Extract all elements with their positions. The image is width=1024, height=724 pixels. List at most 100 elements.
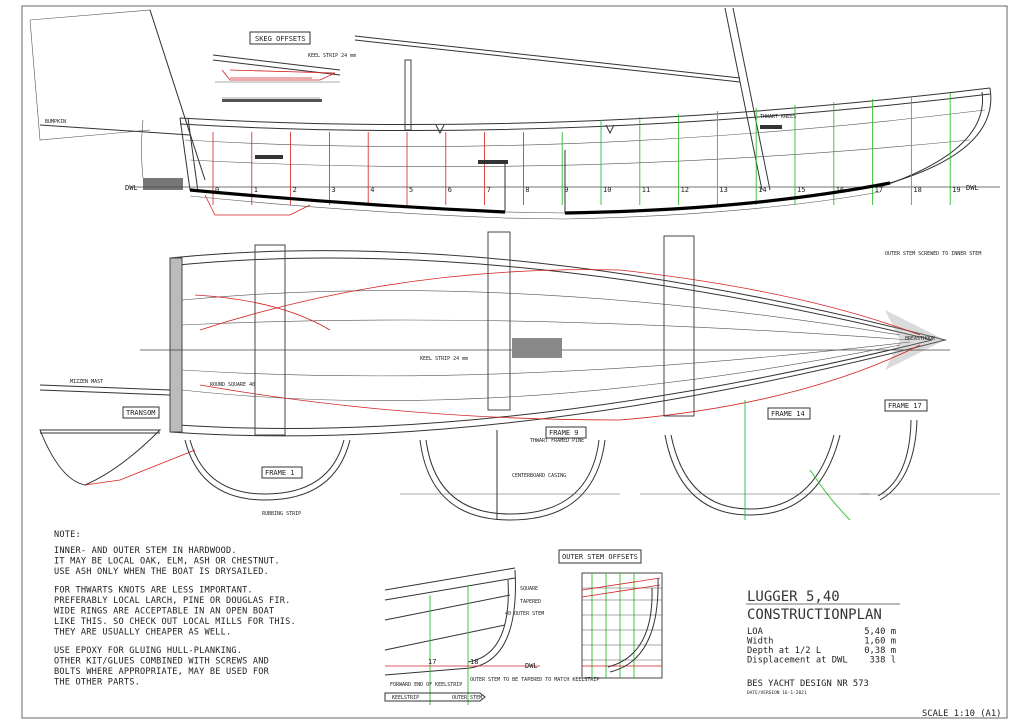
boat-name: LUGGER 5,40 (747, 589, 840, 605)
notes-block: NOTE: INNER- AND OUTER STEM IN HARDWOOD.… (54, 530, 296, 688)
frame-9-title: FRAME 9 (549, 429, 579, 437)
frame-1-title: FRAME 1 (265, 469, 295, 477)
outer-stem-bar-label: OUTER STEM (452, 695, 482, 701)
round-label: ROUND (210, 382, 225, 388)
plan-subtitle: CONSTRUCTIONPLAN (747, 607, 882, 623)
spec-value: 5,40 m (864, 627, 896, 637)
sheet-border (21, 5, 1008, 719)
dwl-label-left: DWL (125, 184, 138, 192)
station-number: 1 (254, 186, 258, 194)
stem-station-17: 17 (428, 658, 436, 666)
transom-section: TRANSOM (39, 406, 196, 486)
centerboard-label: CENTERBOARD CASING (512, 473, 566, 479)
frame-17-title: FRAME 17 (888, 402, 922, 410)
station-number: 7 (487, 186, 491, 194)
rowlock-icons (435, 124, 615, 135)
skeg (204, 194, 311, 216)
station-number: 10 (603, 186, 611, 194)
thwart-knees-label: THWART KNEES (760, 114, 796, 120)
middle-thwart (487, 231, 511, 411)
stem-dwl-label: DWL (525, 662, 538, 670)
station-number: 0 (215, 186, 219, 194)
mizzen-mast-label: MIZZEN MAST (70, 379, 103, 385)
breasthook (885, 310, 945, 370)
station-number: 8 (525, 186, 529, 194)
stem-tapered-label: TAPERED (520, 599, 541, 605)
hull-outline-plan (169, 250, 947, 437)
main-mast (724, 7, 771, 191)
station-number: 16 (836, 186, 844, 194)
station-number: 12 (681, 186, 689, 194)
mizzen-mast (149, 9, 206, 181)
station-number: 13 (719, 186, 727, 194)
keel-strip-label: KEEL STRIP 24 mm (308, 53, 356, 59)
spec-value: 0,38 m (864, 646, 896, 656)
note-line: FOR THWARTS KNOTS ARE LESS IMPORTANT. (54, 586, 253, 596)
skeg-offsets-title: SKEG OFFSETS (255, 35, 306, 43)
transom-plan (169, 257, 183, 433)
fwd-thwart (663, 235, 695, 417)
keelstrip-bar-label: KEELSTRIP (392, 695, 419, 701)
station-number: 9 (564, 186, 568, 194)
frame-9-note: THWART FRAMED PINE (530, 438, 584, 444)
frame-1-section: FRAME 1 RUBBING STRIP (184, 439, 351, 517)
transom-profile (179, 117, 199, 193)
notes-heading: NOTE: (54, 530, 81, 540)
frame-14-section: FRAME 14 (640, 400, 870, 521)
note-line: INNER- AND OUTER STEM IN HARDWOOD. (54, 546, 237, 556)
sheer-line (179, 87, 991, 126)
bumpkin-label: BUMPKIN (45, 119, 66, 125)
keel-aft (189, 188, 506, 214)
mizzen-sail (29, 9, 206, 181)
stem-profile (889, 87, 992, 184)
spec-label: Displacement at DWL (747, 656, 848, 666)
breasthook-label: BREASTHOOK (905, 336, 935, 342)
skeg-offsets-box (249, 31, 311, 45)
frame-14-title: FRAME 14 (771, 410, 805, 418)
date-version: DATE/VERSION 16-1-2021 (747, 690, 807, 696)
stem-detail: SQUARE TAPERED 40 OUTER STEM DWL FORWARD… (384, 567, 599, 705)
note-line: USE EPOXY FOR GLUING HULL-PLANKING. (54, 646, 242, 656)
station-number: 6 (448, 186, 452, 194)
gunwale (179, 93, 991, 132)
keel-fwd (564, 181, 891, 215)
station-number: 3 (331, 186, 335, 194)
forward-end-label: FORWARD END OF KEELSTRIP (390, 682, 462, 688)
station-number: 19 (952, 186, 960, 194)
station-number: 4 (370, 186, 374, 194)
note-line: PREFERABLY LOCAL LARCH, PINE OR DOUGLAS … (54, 596, 290, 606)
note-line: IT MAY BE LOCAL OAK, ELM, ASH OR CHESTNU… (54, 557, 280, 567)
centerboard-case (504, 150, 566, 213)
outer-stem-label: 40 OUTER STEM (505, 611, 544, 617)
taper-note-label: OUTER STEM TO BE TAPERED TO MATCH KEELST… (470, 677, 599, 683)
bumpkin (39, 124, 191, 136)
station-number: 5 (409, 186, 413, 194)
mizzen-boom (39, 384, 171, 396)
frame-line-red (199, 269, 921, 336)
rubbing-strip-label: RUBBING STRIP (262, 511, 301, 517)
station-number: 14 (758, 186, 766, 194)
yard (354, 35, 741, 83)
outer-stem-note: OUTER STEM SCREWED TO INNER STEM (885, 251, 981, 257)
spec-value: 1,60 m (864, 637, 896, 647)
frame-17-section: FRAME 17 (860, 399, 1000, 501)
designer-label: BES YACHT DESIGN NR 573 (747, 679, 869, 689)
spec-label: Depth at 1/2 L (747, 646, 821, 656)
mast-partner (404, 59, 412, 131)
rudder-stock (143, 178, 183, 190)
note-line: USE ASH ONLY WHEN THE BOAT IS DRYSAILED. (54, 567, 269, 577)
note-line: WIDE RINGS ARE ACCEPTABLE IN AN OPEN BOA… (54, 607, 274, 617)
stern-thwart (254, 244, 286, 436)
station-number: 11 (642, 186, 650, 194)
transom-title: TRANSOM (126, 409, 156, 417)
note-line: THEY ARE USUALLY CHEAPER AS WELL. (54, 628, 231, 638)
outer-stem-offsets: OUTER STEM OFFSETS (558, 549, 663, 679)
station-number: 2 (293, 186, 297, 194)
stem-station-18: 18 (470, 658, 478, 666)
outer-stem-offsets-title: OUTER STEM OFFSETS (562, 553, 638, 561)
spec-label: LOA (747, 627, 764, 637)
